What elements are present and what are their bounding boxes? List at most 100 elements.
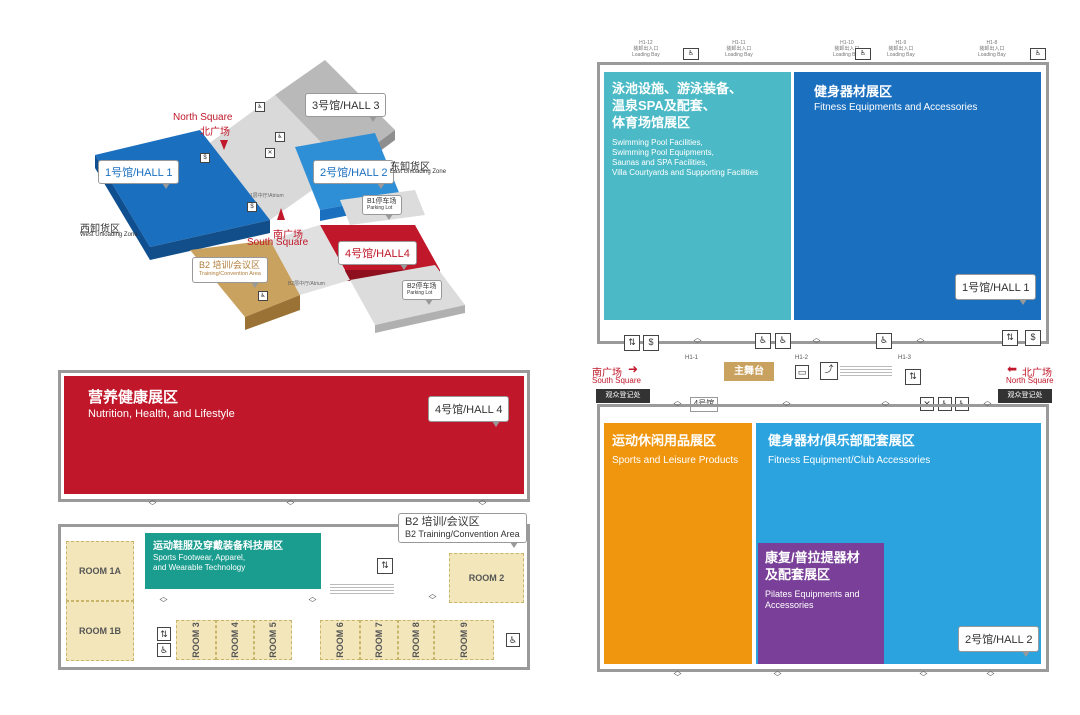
fitness-zone-en: Fitness Equipments and Accessories <box>814 102 978 113</box>
room-1a[interactable]: ROOM 1A <box>66 541 134 601</box>
room-6[interactable]: ROOM 6 <box>320 620 360 660</box>
hall2-plan-wall <box>597 404 1049 672</box>
b2-training-front <box>245 295 300 330</box>
fitness-zone-cn: 健身器材展区 <box>814 84 893 99</box>
hall4-marker-label: 4号馆 <box>693 399 715 408</box>
entrance-chevron-icon: ︿﹀ <box>812 333 821 349</box>
stairs-block <box>840 366 892 376</box>
restroom-icon: ♿ <box>876 333 892 349</box>
room-1b[interactable]: ROOM 1B <box>66 601 134 661</box>
north-arrow-left-icon: ⬅ <box>1007 362 1018 376</box>
entrance-chevron-icon: ︿﹀ <box>148 495 157 511</box>
restroom-icon: ♿ <box>855 48 871 60</box>
overview-hall1-label: 1号馆/HALL 1 <box>98 160 180 189</box>
stairs-block <box>330 584 394 594</box>
room-7[interactable]: ROOM 7 <box>360 620 398 660</box>
entrance-chevron-icon: ︿﹀ <box>693 333 702 349</box>
restroom-icon: ♿ <box>1030 48 1046 60</box>
room-6-label: ROOM 6 <box>334 622 345 658</box>
west-zone-en: West Unloading Zone <box>80 232 138 238</box>
escalator-icon: ⤴ <box>820 362 838 380</box>
registration-desk-left[interactable]: 观众登记处 <box>596 389 650 403</box>
b2-plan-callout-cn: B2 培训/会议区 <box>405 516 480 528</box>
room-1b-label: ROOM 1B <box>78 626 121 636</box>
room-4-label: ROOM 4 <box>229 622 240 658</box>
room-3[interactable]: ROOM 3 <box>176 620 216 660</box>
hall4-plan-label: 4号馆/HALL 4 <box>428 396 510 427</box>
pilates-zone-cn: 康复/普拉提器材 及配套展区 <box>765 550 860 582</box>
room-2-label: ROOM 2 <box>468 573 505 583</box>
footwear-zone[interactable]: 运动鞋服及穿戴装备科技展区 Sports Footwear, Apparel, … <box>145 533 321 589</box>
b2-parking-label: B2停车场 Parking Lot <box>402 280 442 305</box>
entrance-chevron-icon: ︿﹀ <box>673 396 682 412</box>
restroom-icon: ♿ <box>275 132 285 142</box>
entrance-chevron-icon: ︿﹀ <box>782 396 791 412</box>
b1-parking-en: Parking Lot <box>367 205 393 211</box>
room-7-label: ROOM 7 <box>373 622 384 658</box>
north-square-cn: 北广场 <box>200 127 230 138</box>
b2-training-en: Training/Convention Area <box>199 271 261 277</box>
hall4-plan-wall <box>58 370 530 502</box>
footwear-zone-cn: 运动鞋服及穿戴装备科技展区 <box>153 541 283 552</box>
overview-hall2-label: 2号馆/HALL 2 <box>313 160 395 189</box>
b1-parking-cn: B1停车场 <box>367 198 397 205</box>
entrance-chevron-icon: ︿﹀ <box>983 396 992 412</box>
room-5-label: ROOM 5 <box>267 622 278 658</box>
hall2-plan-label: 2号馆/HALL 2 <box>958 626 1040 657</box>
room-3-label: ROOM 3 <box>190 622 201 658</box>
restroom-icon: ♿ <box>775 333 791 349</box>
restroom-icon: ♿ <box>683 48 699 60</box>
north-square-en: North Square <box>173 112 233 123</box>
entrance-chevron-icon: ︿﹀ <box>286 495 295 511</box>
b2-plan-wall <box>58 524 530 670</box>
room-9[interactable]: ROOM 9 <box>434 620 494 660</box>
south-square-middle-cn: 南广场 <box>592 368 622 379</box>
main-stage[interactable]: 主舞台 <box>724 362 774 381</box>
atm-icon: $ <box>643 335 659 351</box>
room-1a-label: ROOM 1A <box>78 566 121 576</box>
atm-icon: $ <box>200 153 210 163</box>
east-zone-cn: 东卸货区 <box>390 162 430 173</box>
south-arrow-icon <box>277 208 285 220</box>
entrance-chevron-icon: ︿﹀ <box>986 666 995 682</box>
room-4[interactable]: ROOM 4 <box>216 620 254 660</box>
leisure-zone-cn: 运动休闲用品展区 <box>612 433 717 448</box>
room-2[interactable]: ROOM 2 <box>449 553 524 603</box>
b1-parking-label: B1停车场 Parking Lot <box>362 195 402 220</box>
hall1-plan-label: 1号馆/HALL 1 <box>955 274 1037 305</box>
club-zone-cn: 健身器材/俱乐部配套展区 <box>768 433 915 448</box>
restroom-icon: ♿ <box>258 291 268 301</box>
b2-plan-callout-en: B2 Training/Convention Area <box>405 529 520 539</box>
room-8-label: ROOM 8 <box>411 622 422 658</box>
restroom-icon: ♿ <box>255 102 265 112</box>
atrium2-label: B2层中厅/Atrium <box>288 281 325 287</box>
nutrition-zone-en: Nutrition, Health, and Lifestyle <box>88 408 235 420</box>
elevator-icon: ⇅ <box>624 335 640 351</box>
leisure-zone[interactable]: 运动休闲用品展区 Sports and Leisure Products <box>604 423 752 664</box>
entrance-chevron-icon: ︿﹀ <box>428 589 437 605</box>
overview-b2-training-label: B2 培训/会议区 Training/Convention Area <box>192 257 268 288</box>
west-zone-cn: 西卸货区 <box>80 224 120 235</box>
entrance-chevron-icon: ︿﹀ <box>919 666 928 682</box>
leisure-zone-en: Sports and Leisure Products <box>612 455 739 466</box>
pool-zone-cn: 泳池设施、游泳装备、 温泉SPA及配套、 体育场馆展区 <box>612 81 743 130</box>
south-square-cn: 南广场 <box>273 230 303 241</box>
registration-desk-right[interactable]: 观众登记处 <box>998 389 1052 403</box>
overview-map: 3号馆/HALL 3 1号馆/HALL 1 2号馆/HALL 2 4号馆/HAL… <box>70 55 490 345</box>
entrance-chevron-icon: ︿﹀ <box>673 666 682 682</box>
north-arrow-icon <box>220 140 228 150</box>
pilates-zone[interactable]: 康复/普拉提器材 及配套展区 Pilates Equipments and Ac… <box>758 543 884 664</box>
gate-h1-1-label: H1-1 <box>685 355 699 361</box>
room-8[interactable]: ROOM 8 <box>398 620 434 660</box>
elevator-icon: ⇅ <box>157 627 171 641</box>
main-stage-label: 主舞台 <box>734 366 764 377</box>
room-5[interactable]: ROOM 5 <box>254 620 292 660</box>
b2-atrium-block <box>270 225 350 295</box>
entrance-chevron-icon: ︿﹀ <box>159 592 168 608</box>
registration-right-label: 观众登记处 <box>1007 392 1043 399</box>
pool-zone[interactable]: 泳池设施、游泳装备、 温泉SPA及配套、 体育场馆展区 Swimming Poo… <box>604 72 791 320</box>
nutrition-zone[interactable]: 营养健康展区 Nutrition, Health, and Lifestyle <box>64 376 524 494</box>
